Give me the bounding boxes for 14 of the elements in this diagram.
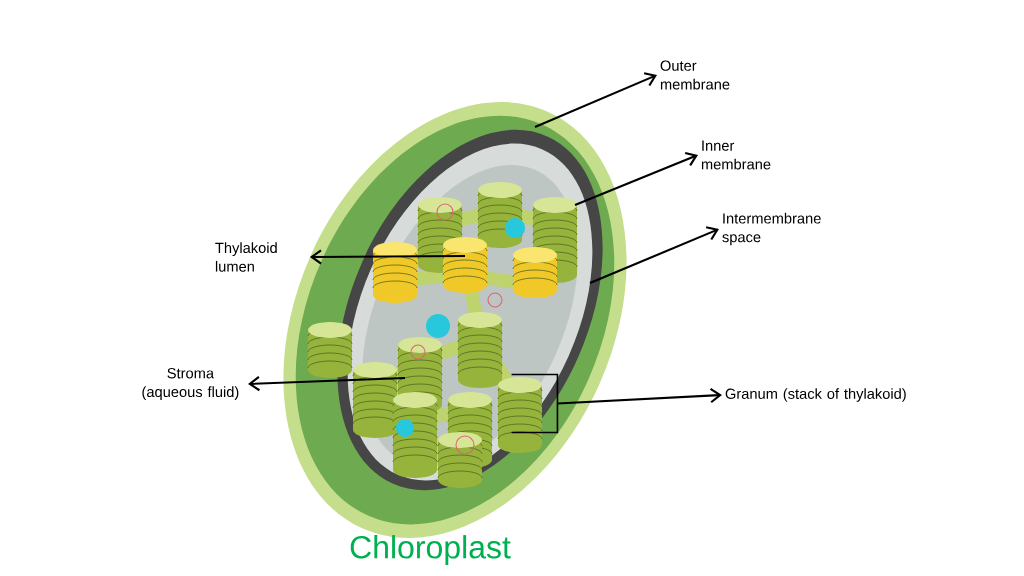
arrow bbox=[248, 376, 406, 392]
label-text: Thylakoid lumen bbox=[215, 242, 277, 272]
arrow bbox=[574, 152, 698, 206]
label-text: Stroma (aqueous fluid) bbox=[142, 368, 239, 400]
arrow bbox=[309, 249, 465, 265]
bracket bbox=[510, 373, 559, 434]
arrow bbox=[534, 72, 657, 128]
label-text: Granum (stack of thylakoid) bbox=[725, 388, 906, 402]
label-text: Outer membrane bbox=[660, 60, 730, 90]
title: Chloroplast bbox=[350, 535, 511, 565]
label-text: Inner membrane bbox=[701, 140, 771, 170]
label-text: Intermembrane space bbox=[722, 212, 821, 246]
arrow bbox=[589, 226, 719, 284]
arrow bbox=[557, 388, 722, 405]
